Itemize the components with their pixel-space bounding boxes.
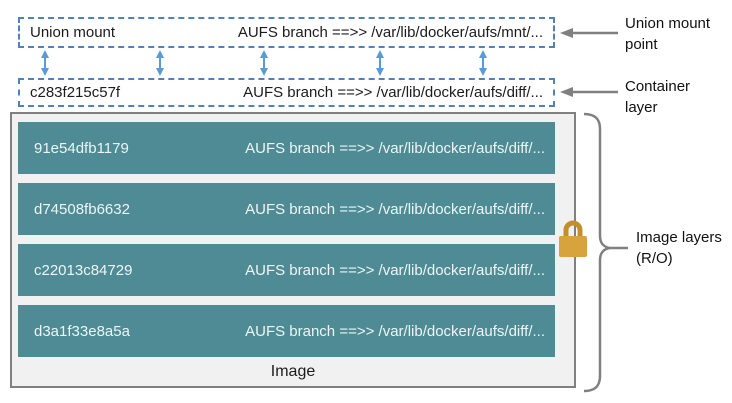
layer-id: d3a1f33e8a5a bbox=[34, 322, 130, 340]
image-layers-ro-label: Image layers (R/O) bbox=[636, 229, 722, 267]
layer-id: c22013c84729 bbox=[34, 261, 133, 279]
layer-path: AUFS branch ==>> /var/lib/docker/aufs/di… bbox=[245, 261, 545, 279]
double-arrow-icon bbox=[479, 50, 487, 76]
container-layer-path: AUFS branch ==>> /var/lib/docker/aufs/di… bbox=[243, 84, 543, 101]
container-layer-label: Container layer bbox=[625, 78, 691, 116]
curly-brace bbox=[583, 112, 628, 393]
union-mount-point-label: Union mount point bbox=[625, 15, 711, 53]
layer-id: 91e54dfb1179 bbox=[34, 139, 129, 157]
container-layer-box: c283f215c57f AUFS branch ==>> /var/lib/d… bbox=[18, 78, 555, 107]
image-box: 91e54dfb1179 AUFS branch ==>> /var/lib/d… bbox=[10, 112, 576, 388]
union-mount-label: Union mount bbox=[30, 24, 116, 41]
image-layer-row: d3a1f33e8a5a AUFS branch ==>> /var/lib/d… bbox=[18, 305, 555, 357]
layer-id: d74508fb6632 bbox=[34, 200, 130, 218]
left-arrow-icon bbox=[560, 87, 618, 97]
image-caption: Image bbox=[270, 363, 316, 380]
image-layer-row: c22013c84729 AUFS branch ==>> /var/lib/d… bbox=[18, 244, 555, 296]
layer-path: AUFS branch ==>> /var/lib/docker/aufs/di… bbox=[245, 200, 545, 218]
left-arrow-icon bbox=[560, 28, 618, 38]
layer-path: AUFS branch ==>> /var/lib/docker/aufs/di… bbox=[245, 322, 545, 340]
layer-path: AUFS branch ==>> /var/lib/docker/aufs/di… bbox=[245, 139, 545, 157]
container-layer-id: c283f215c57f bbox=[30, 84, 121, 101]
union-mount-path: AUFS branch ==>> /var/lib/docker/aufs/mn… bbox=[237, 24, 543, 41]
double-arrow-icon bbox=[260, 50, 268, 76]
double-arrow-icon bbox=[41, 50, 49, 76]
double-arrow-icon bbox=[156, 50, 164, 76]
double-arrow-icon bbox=[376, 50, 384, 76]
image-layer-row: 91e54dfb1179 AUFS branch ==>> /var/lib/d… bbox=[18, 122, 555, 174]
image-layer-row: d74508fb6632 AUFS branch ==>> /var/lib/d… bbox=[18, 183, 555, 235]
union-mount-box: Union mount AUFS branch ==>> /var/lib/do… bbox=[18, 17, 555, 48]
